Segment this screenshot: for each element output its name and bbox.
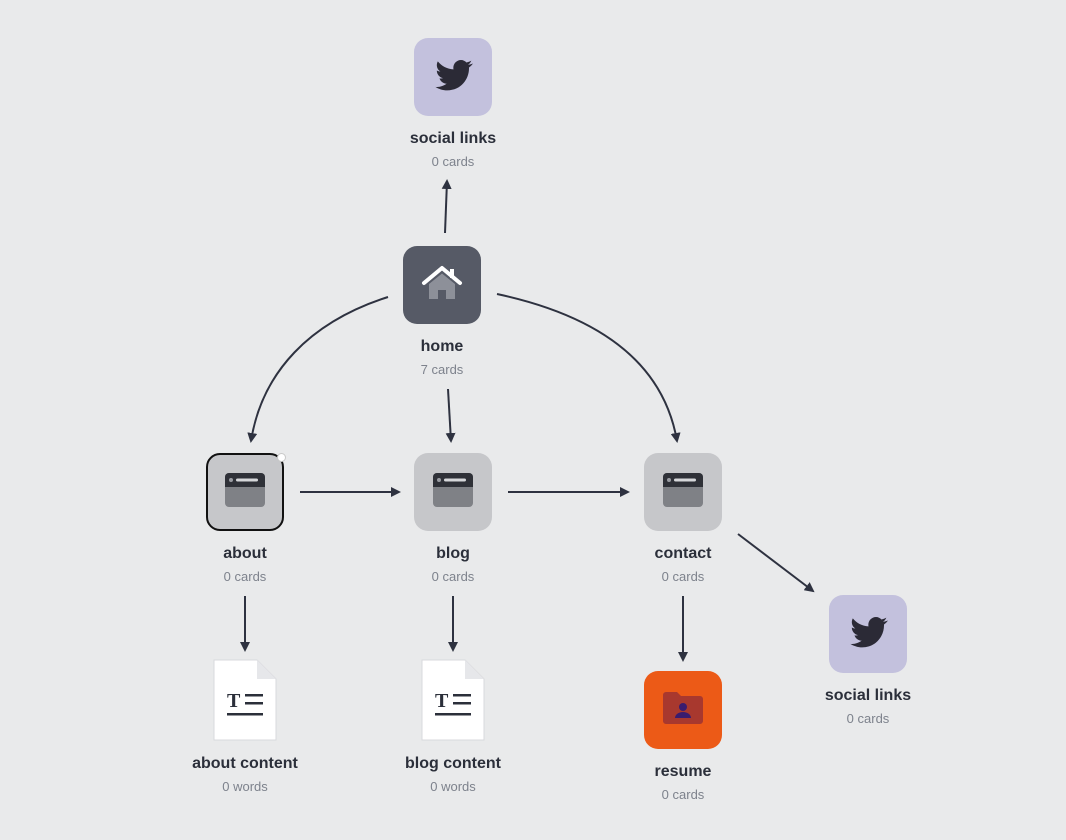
node-about-content[interactable]: T about content 0 words <box>165 659 325 794</box>
node-title: blog <box>436 545 470 562</box>
twitter-bird-icon <box>848 612 888 657</box>
node-title: blog content <box>405 755 501 772</box>
text-document-icon: T <box>213 659 277 745</box>
edge-home-to-social-links-top <box>441 179 452 234</box>
node-tile[interactable] <box>206 453 286 531</box>
node-title: about content <box>192 755 298 772</box>
svg-text:T: T <box>227 690 241 712</box>
node-card-count: 0 cards <box>431 569 475 584</box>
edge-home-to-blog <box>445 388 456 443</box>
node-title: about <box>223 545 267 562</box>
node-word-count: 0 words <box>430 779 476 794</box>
node-blog[interactable]: blog 0 cards <box>373 453 533 584</box>
node-social-links-top[interactable]: social links 0 cards <box>373 38 533 169</box>
node-tile[interactable] <box>414 38 492 116</box>
node-card-count: 0 cards <box>223 569 267 584</box>
node-tile[interactable]: T <box>213 659 277 741</box>
node-tile[interactable] <box>644 453 722 531</box>
selection-handle[interactable] <box>277 453 286 462</box>
node-title: contact <box>654 545 712 562</box>
node-resume[interactable]: resume 0 cards <box>603 671 763 802</box>
page-window-icon <box>224 472 266 513</box>
node-title: resume <box>654 763 712 780</box>
folder-user-icon <box>662 691 704 730</box>
node-tile[interactable] <box>829 595 907 673</box>
page-window-icon <box>662 472 704 513</box>
node-word-count: 0 words <box>222 779 268 794</box>
twitter-bird-icon <box>433 55 473 100</box>
node-blog-content[interactable]: T blog content 0 words <box>373 659 533 794</box>
node-contact[interactable]: contact 0 cards <box>603 453 763 584</box>
node-tile[interactable] <box>403 246 481 324</box>
page-window-icon <box>432 472 474 513</box>
text-document-icon: T <box>421 659 485 745</box>
node-home[interactable]: home 7 cards <box>362 246 522 377</box>
node-tile[interactable]: T <box>421 659 485 741</box>
node-card-count: 0 cards <box>661 569 705 584</box>
svg-text:T: T <box>435 690 449 712</box>
node-title: social links <box>824 687 912 704</box>
edge-contact-to-social-links-right <box>737 533 815 593</box>
node-card-count: 0 cards <box>846 711 890 726</box>
node-tile[interactable] <box>414 453 492 531</box>
edge-home-to-about <box>247 296 389 443</box>
node-tile[interactable] <box>644 671 722 749</box>
house-icon <box>420 263 464 308</box>
node-about[interactable]: about 0 cards <box>165 453 325 584</box>
node-card-count: 7 cards <box>420 362 464 377</box>
edge-home-to-contact <box>496 293 681 443</box>
node-card-count: 0 cards <box>661 787 705 802</box>
node-social-links-right[interactable]: social links 0 cards <box>788 595 948 726</box>
node-title: home <box>420 338 464 355</box>
node-title: social links <box>409 130 497 147</box>
node-card-count: 0 cards <box>431 154 475 169</box>
